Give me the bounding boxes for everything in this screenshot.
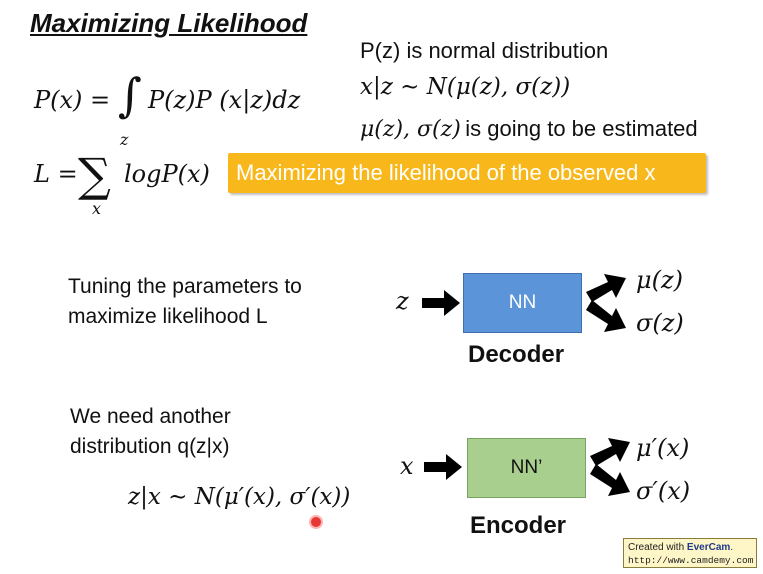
decoder-sigma-output: σ(z)	[636, 309, 684, 337]
need-line-2: distribution q(z|x)	[70, 435, 230, 458]
encoder-output-arrows	[590, 438, 630, 496]
note-conditional-formula: x|z ∼ N(μ(z), σ(z))	[360, 74, 571, 100]
note-estimated: μ(z), σ(z) is going to be estimated	[360, 116, 698, 142]
q-formula: z|x ∼ N(μ′(x), σ′(x))	[128, 484, 351, 510]
watermark-brand: EverCam	[686, 542, 731, 553]
sum-subscript: x	[92, 199, 102, 218]
page-title: Maximizing Likelihood	[30, 8, 308, 38]
decoder-output-arrows	[586, 274, 626, 332]
decoder-mu-output: μ(z)	[636, 266, 683, 294]
encoder-caption: Encoder	[470, 512, 567, 539]
evercam-watermark: Created with EverCam. http://www.camdemy…	[623, 538, 757, 568]
px-rhs: P(z)P (x|z)dz	[148, 86, 301, 114]
tuning-line-1: Tuning the parameters to	[68, 275, 302, 298]
L-rhs: logP(x)	[124, 160, 210, 188]
note-estimated-text: is going to be estimated	[465, 116, 698, 141]
note-normal-distribution: P(z) is normal distribution	[360, 38, 609, 63]
encoder-input-arrow	[424, 454, 462, 480]
integral-sign: ∫	[118, 68, 142, 122]
encoder-mu-output: μ′(x)	[636, 434, 690, 462]
watermark-url: http://www.camdemy.com	[628, 555, 754, 566]
decoder-nn-box: NN	[463, 273, 582, 333]
watermark-created: Created with	[628, 542, 685, 553]
L-lhs: L =	[34, 160, 78, 188]
highlight-banner: Maximizing the likelihood of the observe…	[228, 153, 706, 193]
tuning-text: Tuning the parameters to maximize likeli…	[68, 272, 302, 332]
decoder-input-label: z	[396, 287, 409, 315]
need-line-1: We need another	[70, 405, 231, 428]
note-estimated-math: μ(z), σ(z)	[360, 117, 461, 142]
need-text: We need another distribution q(z|x)	[70, 402, 231, 462]
decoder-caption: Decoder	[468, 341, 565, 368]
px-lhs: P(x) =	[34, 86, 111, 114]
encoder-nn-box: NN’	[467, 438, 586, 498]
encoder-input-label: x	[400, 452, 414, 480]
sum-sign: ∑	[78, 148, 111, 202]
laser-pointer-dot	[309, 515, 323, 529]
tuning-line-2: maximize likelihood L	[68, 305, 268, 328]
integral-subscript: z	[120, 130, 129, 149]
decoder-input-arrow	[422, 290, 460, 316]
encoder-sigma-output: σ′(x)	[636, 477, 691, 505]
watermark-created-line: Created with EverCam.	[628, 542, 734, 553]
